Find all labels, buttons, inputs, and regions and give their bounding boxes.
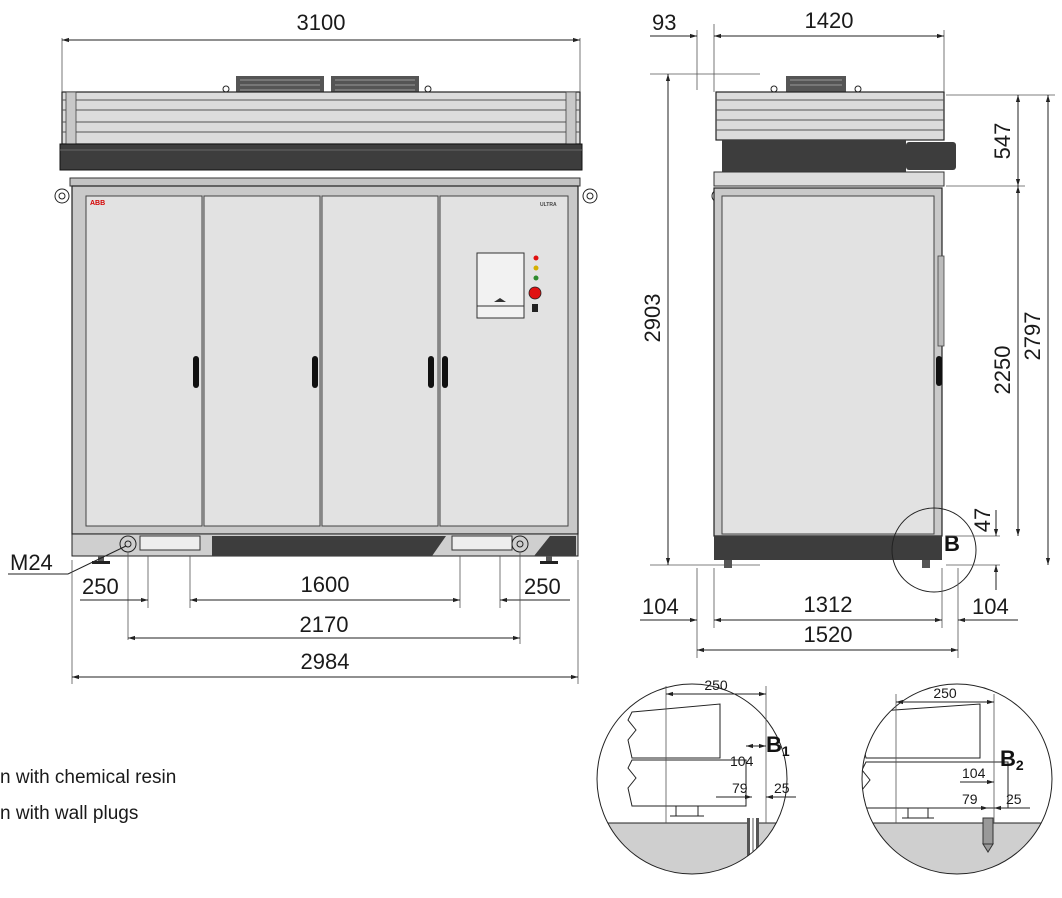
- dim-250-left: 250: [82, 574, 119, 599]
- dim-93: 93: [652, 10, 676, 35]
- b2-dim-250: 250: [933, 685, 957, 701]
- door-handle: [312, 356, 318, 388]
- b1-dim-104: 104: [730, 753, 754, 769]
- door-handle: [442, 356, 448, 388]
- front-view: ABB ULTRA 3100 M24: [8, 10, 598, 684]
- detail-b-marker: [891, 507, 977, 593]
- emergency-stop-icon: [528, 286, 542, 300]
- note-chemical-resin: n with chemical resin: [0, 767, 176, 788]
- dim-3100: 3100: [297, 10, 346, 35]
- door-handle: [428, 356, 434, 388]
- fan-units: [222, 76, 432, 94]
- led-yellow-icon: [533, 265, 539, 271]
- dim-547: 547: [990, 123, 1015, 160]
- brand-label: ULTRA: [540, 202, 557, 208]
- bolt-label: M24: [10, 550, 53, 575]
- abb-logo: ABB: [90, 200, 105, 207]
- led-green-icon: [533, 275, 539, 281]
- detail-b2: 250 104 79 25 B2: [861, 683, 1053, 875]
- side-view: B 93 1420 2903 547 2250 2797 47: [640, 8, 1055, 658]
- dim-104-right: 104: [972, 594, 1009, 619]
- door-handle: [193, 356, 199, 388]
- dim-2250: 2250: [990, 346, 1015, 395]
- control-panel: [476, 252, 525, 319]
- dim-1520: 1520: [804, 622, 853, 647]
- dim-1420: 1420: [805, 8, 854, 33]
- b1-dim-79: 79: [732, 780, 748, 796]
- dim-2903: 2903: [640, 294, 665, 343]
- dim-1312: 1312: [804, 592, 853, 617]
- note-wall-plugs: n with wall plugs: [0, 803, 138, 824]
- b1-dim-250: 250: [704, 677, 728, 693]
- detail-b-label: B: [944, 531, 960, 556]
- b1-dim-25: 25: [774, 780, 790, 796]
- dim-2984: 2984: [301, 649, 350, 674]
- b2-dim-79: 79: [962, 791, 978, 807]
- dim-2170: 2170: [300, 612, 349, 637]
- dim-104-left: 104: [642, 594, 679, 619]
- dim-47: 47: [970, 508, 995, 532]
- detail-b1: 250 104 79 25 B1: [596, 677, 796, 875]
- b1-label: B1: [766, 732, 790, 759]
- dim-2797: 2797: [1020, 312, 1045, 361]
- dim-1600: 1600: [301, 572, 350, 597]
- b2-dim-104: 104: [962, 765, 986, 781]
- b2-label: B2: [1000, 746, 1024, 773]
- led-red-icon: [533, 255, 539, 261]
- dim-250-right: 250: [524, 574, 561, 599]
- b2-dim-25: 25: [1006, 791, 1022, 807]
